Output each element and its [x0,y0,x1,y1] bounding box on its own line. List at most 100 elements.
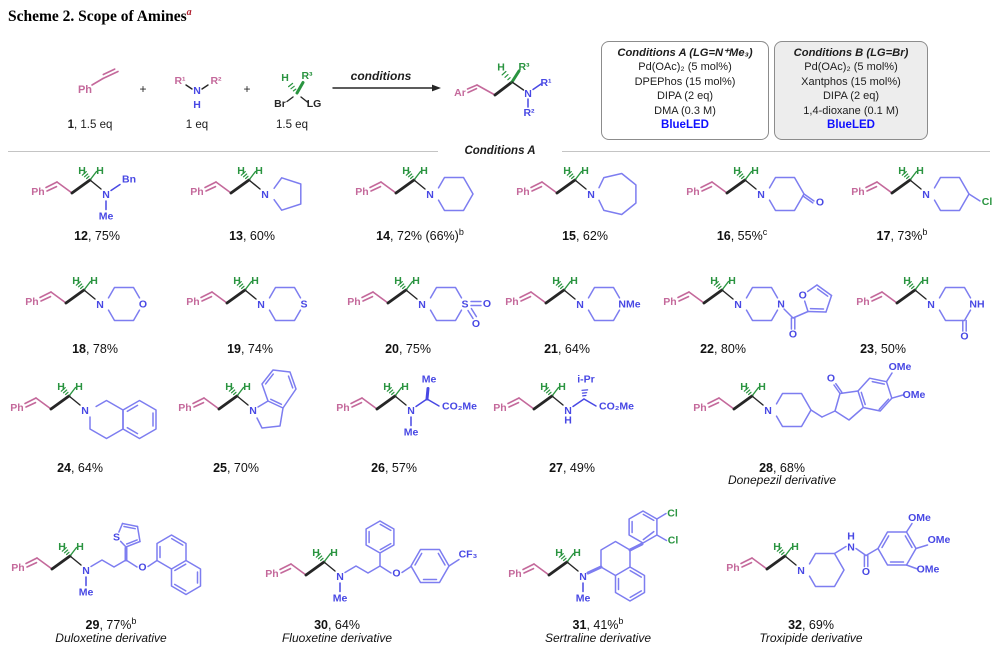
svg-text:O: O [960,331,968,343]
derivative-name-28: Donepezil derivative [727,473,837,487]
caption-15: 15, 62% [562,229,608,244]
structure-15 [514,163,637,216]
svg-text:H: H [281,72,289,84]
svg-text:N: N [847,542,855,554]
caption-23: 23, 50% [860,342,906,357]
svg-text:S: S [300,299,307,311]
svg-text:R³: R³ [301,70,313,82]
svg-text:OMe: OMe [903,389,926,401]
divider-label: Conditions A [464,145,536,157]
derivative-name-30: Fluoxetine derivative [281,631,393,645]
svg-text:OMe: OMe [928,534,951,546]
svg-text:OMe: OMe [889,361,912,373]
structure-28: O OMe OMe [691,361,926,428]
caption-20: 20, 75% [385,342,431,357]
svg-text:NH: NH [969,299,984,311]
structure-27: i-Pr CO₂Me H [491,374,634,427]
caption-32: 32, 69% [788,618,834,633]
svg-text:R¹: R¹ [174,75,186,87]
svg-text:R¹: R¹ [540,77,552,89]
caption-30: 30, 64% [314,618,360,633]
structure-26: Me CO₂Me [334,374,477,440]
svg-text:Cl: Cl [982,196,993,208]
svg-text:O: O [827,373,835,385]
svg-text:H: H [847,531,855,543]
svg-text:Br: Br [274,98,286,110]
conditions-a-box: Conditions A (LG=N⁺Me₃) Pd(OAc)₂ (5 mol%… [601,41,769,140]
caption-12: 12, 75% [74,229,120,244]
svg-text:+: + [139,82,146,96]
svg-text:N: N [777,299,785,311]
structure-32: N H O OMe OMe OMe [724,512,951,588]
structure-23: NH O [854,273,985,343]
caption-31: 31, 41%b [572,616,624,633]
structure-21: NMe [503,273,641,322]
structure-12: Bn [29,163,136,224]
svg-text:O: O [472,318,480,330]
svg-text:LG: LG [307,98,322,110]
caption-28: 28, 68% [759,461,805,476]
svg-text:CF₃: CF₃ [459,549,478,561]
svg-text:Cl: Cl [667,508,678,520]
page-title: Scheme 2. Scope of Aminesa [8,7,192,26]
derivative-name-29: Duloxetine derivative [55,631,167,645]
styrene-eq: 1, 1.5 eq [67,119,113,131]
caption-25: 25, 70% [213,461,259,476]
svg-text:N: N [193,85,201,97]
svg-text:N: N [524,88,532,100]
conditions-b-box: Conditions B (LG=Br) Pd(OAc)₂ (5 mol%) X… [774,41,928,140]
structure-24 [8,379,157,440]
caption-27: 27, 49% [549,461,595,476]
caption-14: 14, 72% (66%)b [376,227,464,244]
derivative-name-31: Sertraline derivative [544,631,652,645]
svg-text:+: + [243,82,250,96]
svg-text:S: S [461,299,468,311]
svg-text:NMe: NMe [618,299,640,311]
svg-text:R²: R² [210,75,222,87]
amine-eq: 1 eq [185,119,209,131]
divider-left [8,151,438,152]
svg-text:R²: R² [523,107,535,119]
caption-26: 26, 57% [371,461,417,476]
svg-text:Ar: Ar [454,87,466,99]
structure-25 [176,369,297,429]
svg-text:CO₂Me: CO₂Me [599,401,634,413]
reaction-scheme: Ph + R¹ N H R² + H R³ Br LG Ar H R³ N R¹… [78,61,552,119]
caption-29: 29, 77%b [85,616,137,633]
svg-text:Bn: Bn [122,174,136,186]
caption-22: 22, 80% [700,342,746,357]
structure-17: Cl [849,163,993,212]
svg-text:O: O [816,197,824,209]
divider-right [562,151,990,152]
structure-20: S O O [345,273,491,330]
svg-text:R³: R³ [518,61,530,73]
derivative-name-32: Troxipide derivative [759,631,863,645]
structure-14 [353,163,474,212]
structure-29: S [9,522,202,600]
svg-text:CO₂Me: CO₂Me [442,401,477,413]
caption-21: 21, 64% [544,342,590,357]
halide-eq: 1.5 eq [276,119,308,131]
svg-text:i-Pr: i-Pr [577,374,595,386]
structure-13 [188,163,302,211]
svg-text:Ph: Ph [78,84,92,96]
svg-text:O: O [483,298,491,310]
caption-13: 13, 60% [229,229,275,244]
svg-text:H: H [497,62,505,74]
svg-text:OMe: OMe [917,564,940,576]
structure-16: O [684,163,824,212]
svg-text:Me: Me [422,374,437,386]
structure-19: S [184,273,308,322]
structure-30: CF₃ [263,520,478,606]
caption-18: 18, 78% [72,342,118,357]
svg-text:O: O [139,299,147,311]
structure-18: O [23,273,147,322]
svg-text:H: H [193,99,201,111]
svg-text:O: O [799,289,807,301]
structure-31: Cl Cl [506,508,678,606]
caption-24: 24, 64% [57,461,103,476]
caption-17: 17, 73%b [876,227,928,244]
svg-text:O: O [789,329,797,341]
svg-text:S: S [113,532,120,544]
